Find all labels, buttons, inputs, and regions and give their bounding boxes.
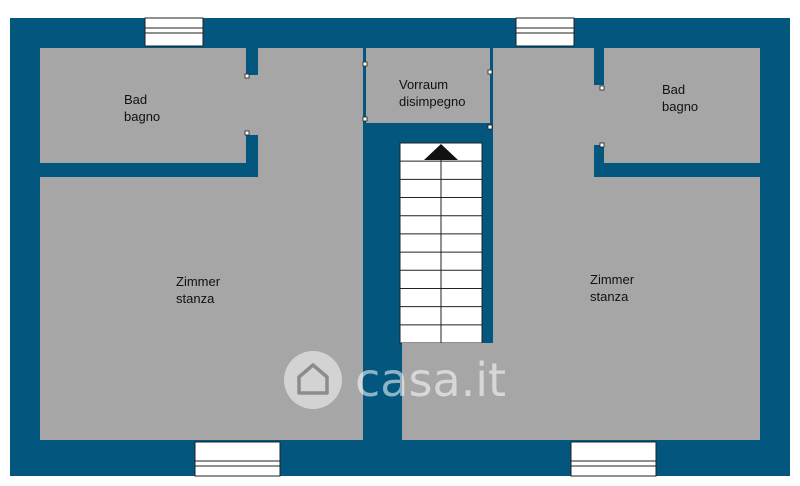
- stair-steps: [400, 160, 482, 343]
- bath-left-label-de: Bad: [124, 92, 147, 107]
- house-icon: [284, 351, 342, 409]
- hall-label-it: disimpegno: [399, 94, 466, 109]
- house-icon-glyph: [297, 363, 329, 395]
- window-bottom-right: [570, 441, 657, 477]
- window-top-right: [515, 17, 575, 47]
- bath-right-label-de: Bad: [662, 82, 685, 97]
- bedroom-right-label-de: Zimmer: [590, 272, 635, 287]
- bath-right-label-it: bagno: [662, 99, 698, 114]
- bath-right-floor: [604, 48, 760, 163]
- bath-right-door: [594, 85, 606, 145]
- bath-left-label-it: bagno: [124, 109, 160, 124]
- hall-floor: [366, 48, 490, 123]
- bath-left-door: [246, 75, 258, 135]
- hall-label-de: Vorraum: [399, 77, 448, 92]
- window-top-left: [144, 17, 204, 47]
- bedroom-left-label-it: stanza: [176, 291, 215, 306]
- bedroom-right-floor: [402, 48, 760, 440]
- door-jambs: [244, 61, 605, 148]
- windows: [144, 17, 657, 477]
- window-bottom-left: [194, 441, 281, 477]
- bedroom-left-floor: [40, 48, 363, 440]
- stairs-up-arrow-icon: [424, 144, 458, 160]
- watermark-text: casa.it: [355, 353, 506, 407]
- bedroom-right-label-it: stanza: [590, 289, 629, 304]
- bath-left-floor: [40, 48, 246, 163]
- bedroom-left-label-de: Zimmer: [176, 274, 221, 289]
- casa-it-watermark: casa.it: [284, 351, 506, 409]
